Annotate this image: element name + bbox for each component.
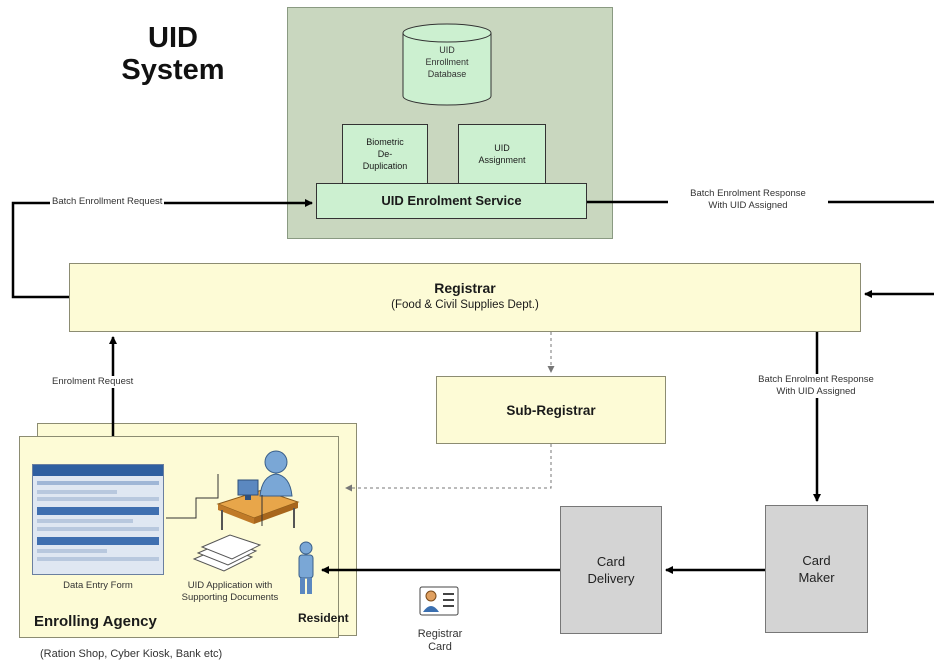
batch-request-connector — [11, 199, 313, 299]
registrar-title: Registrar — [434, 280, 496, 296]
batch-response-top-line-1: Batch Enrolment Response — [690, 188, 806, 199]
card-delivery-line-1: Card — [596, 554, 626, 569]
documents-stack-icon — [192, 534, 262, 572]
batch-response-right-label: Batch Enrolment Response With UID Assign… — [726, 374, 906, 398]
uid-application-label: UID Application with Supporting Document… — [150, 580, 310, 604]
uid-enrolment-service-box: UID Enrolment Service — [316, 183, 587, 219]
uid-application-line-1: UID Application with — [187, 580, 273, 591]
biometric-deduplication-box: Biometric De- Duplication — [342, 124, 428, 184]
assignment-line-2: Assignment — [478, 155, 526, 165]
batch-response-right-line-1: Batch Enrolment Response — [758, 374, 874, 385]
operator-to-form-connector — [166, 474, 219, 519]
registrar-box: Registrar (Food & Civil Supplies Dept.) — [69, 263, 861, 332]
batch-response-right-line-2: With UID Assigned — [776, 386, 856, 397]
resident-label: Resident — [298, 611, 349, 625]
card-delivery-box: Card Delivery — [560, 506, 662, 634]
card-maker-line-1: Card — [802, 553, 831, 568]
card-maker-line-2: Maker — [798, 570, 835, 585]
enrolling-agency-title: Enrolling Agency — [34, 613, 157, 630]
batch-response-top-label: Batch Enrolment Response With UID Assign… — [668, 188, 828, 212]
data-entry-form-label: Data Entry Form — [63, 580, 133, 591]
title-line-1: UID — [148, 22, 198, 54]
data-entry-form-icon — [32, 464, 164, 575]
diagram-title: UID System — [108, 22, 238, 86]
biometric-line-1: Biometric — [366, 137, 404, 147]
database-label: UID Enrollment Database — [401, 44, 493, 80]
database-label-line-3: Database — [427, 69, 467, 79]
batch-request-label: Batch Enrollment Request — [50, 196, 165, 208]
registrar-card-line-2: Card — [428, 641, 452, 653]
batch-response-top-line-2: With UID Assigned — [708, 200, 788, 211]
resident-person-icon — [298, 541, 314, 594]
registrar-card-line-1: Registrar — [417, 628, 463, 640]
sub-registrar-box: Sub-Registrar — [436, 376, 666, 444]
registrar-card-icon — [419, 586, 459, 616]
operator-desk-icon — [216, 450, 300, 530]
database-cylinder-icon — [402, 23, 492, 106]
title-line-2: System — [121, 54, 225, 86]
assignment-line-1: UID — [494, 143, 510, 153]
enrolling-agency-subtitle: (Ration Shop, Cyber Kiosk, Bank etc) — [40, 648, 223, 660]
subregistrar-to-agency-connector — [345, 444, 552, 492]
registrar-subtitle: (Food & Civil Supplies Dept.) — [391, 299, 539, 311]
uid-application-line-2: Supporting Documents — [181, 592, 279, 603]
biometric-line-3: Duplication — [362, 161, 408, 171]
card-delivery-line-2: Delivery — [587, 571, 635, 586]
enrolment-request-label: Enrolment Request — [50, 376, 136, 388]
database-label-line-1: UID — [439, 45, 455, 55]
enrolment-service-label: UID Enrolment Service — [381, 193, 522, 208]
sub-registrar-label: Sub-Registrar — [506, 402, 596, 418]
database-label-line-2: Enrollment — [425, 57, 469, 67]
biometric-line-2: De- — [377, 149, 393, 159]
card-maker-box: Card Maker — [765, 505, 868, 633]
registrar-card-label: Registrar Card — [405, 628, 475, 654]
